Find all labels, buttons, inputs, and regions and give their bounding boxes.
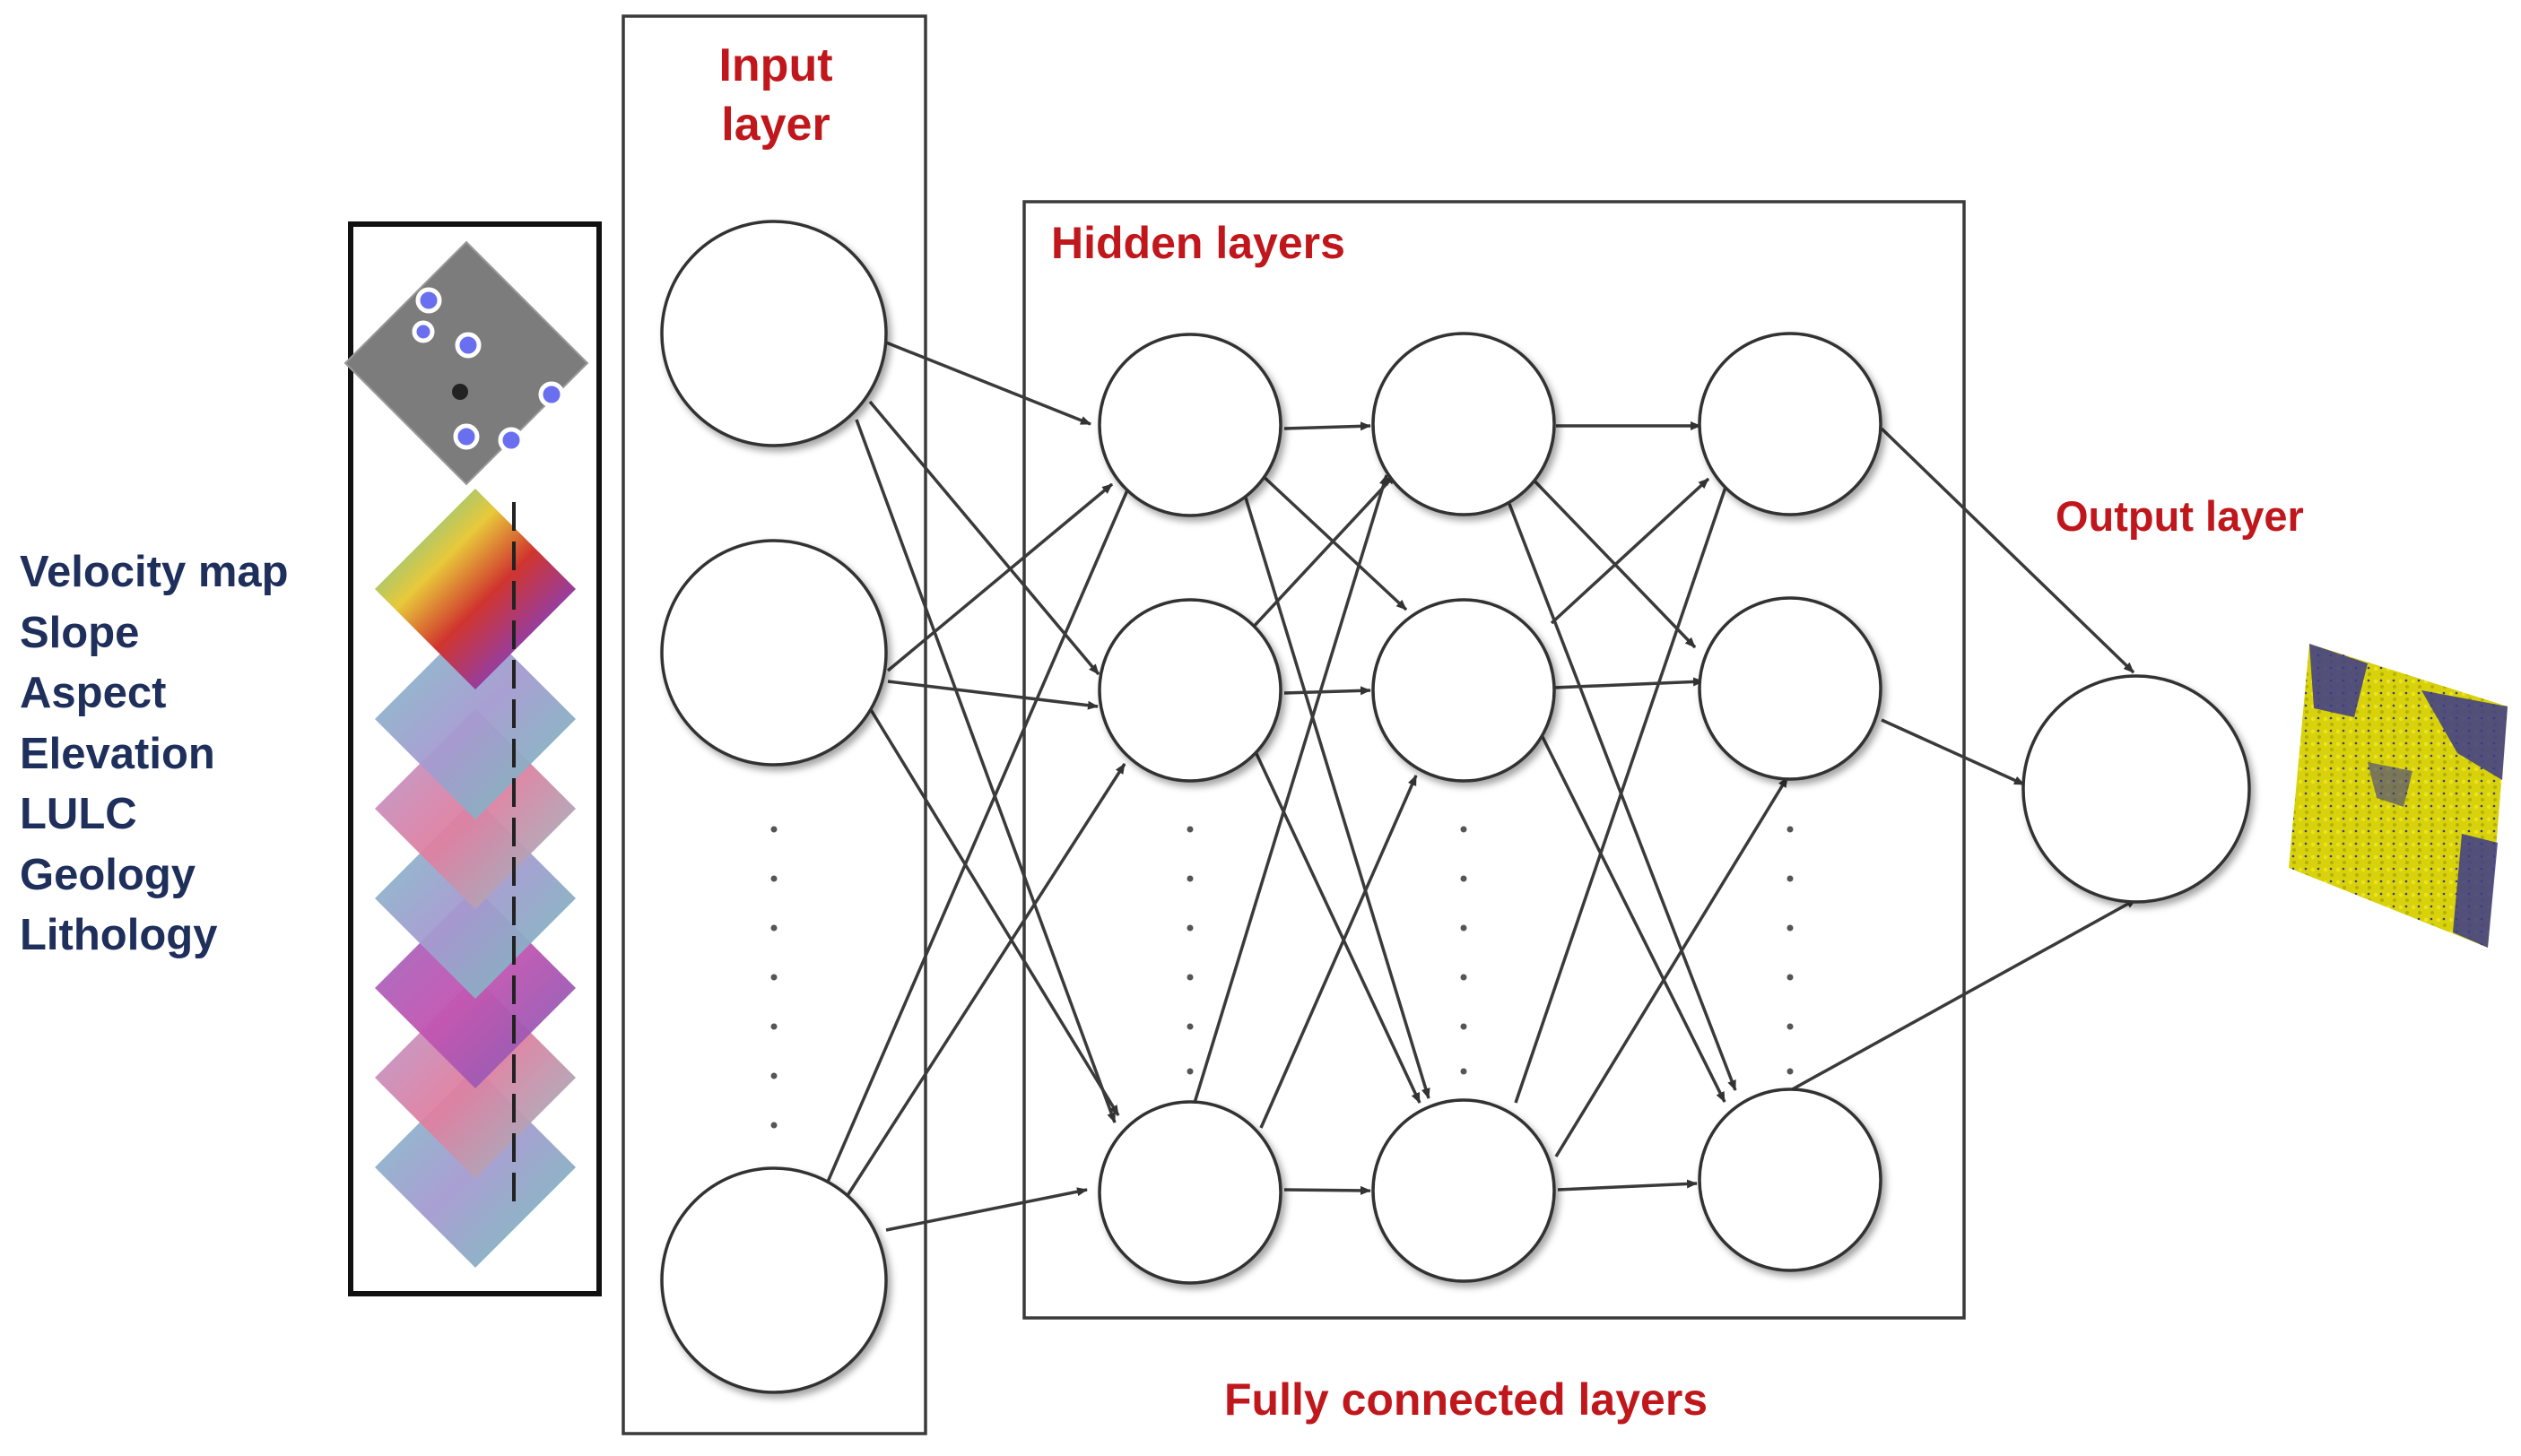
feature-label: Elevation (20, 729, 215, 778)
input-node-3 (660, 1166, 888, 1394)
hidden1-node-1 (1098, 333, 1282, 517)
input-node-2 (660, 539, 888, 767)
vertical-dots (770, 826, 1794, 1129)
output-layer-label: Output layer (2056, 492, 2304, 540)
output-node (2021, 674, 2251, 904)
input-node-1 (660, 220, 888, 447)
nodes (660, 220, 2251, 1394)
hidden2-node-2 (1371, 598, 1556, 783)
feature-label: Lithology (20, 911, 218, 959)
hidden-layers-frame (1022, 200, 1966, 1320)
feature-label: Geology (20, 850, 196, 899)
feature-list: Velocity map Slope Aspect Elevation LULC… (20, 542, 289, 966)
hidden2-node-3 (1371, 1098, 1556, 1283)
feature-label: LULC (20, 790, 137, 838)
input-layer-frame (622, 14, 927, 1435)
feature-label: Velocity map (20, 548, 289, 596)
feature-label: Slope (20, 608, 140, 657)
hidden3-node-2 (1698, 596, 1882, 781)
hidden1-node-3 (1098, 1100, 1282, 1285)
input-layer-label: Input layer (718, 39, 833, 151)
hidden1-node-2 (1098, 598, 1282, 783)
hidden3-node-1 (1698, 332, 1882, 516)
hidden3-node-3 (1698, 1088, 1882, 1272)
hidden-layers-label: Hidden layers (1051, 218, 1345, 268)
layered-raster-maps-icon (343, 240, 589, 1268)
connections (823, 341, 2137, 1232)
hidden2-node-1 (1371, 332, 1556, 516)
fully-connected-layers-label: Fully connected layers (1224, 1374, 1708, 1425)
classified-map-icon (2289, 644, 2508, 948)
feature-label: Aspect (20, 669, 167, 717)
